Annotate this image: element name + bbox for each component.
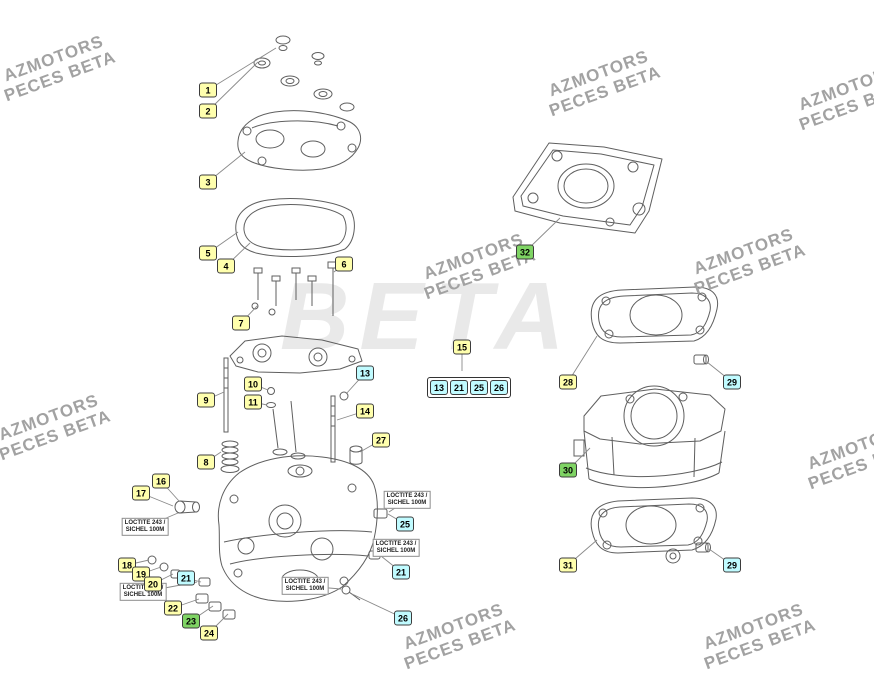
callout-22[interactable]: 22 (164, 600, 182, 616)
studs (223, 357, 336, 463)
callout-24[interactable]: 24 (200, 625, 218, 641)
valve-cover-gasket (235, 198, 355, 257)
callout-9[interactable]: 9 (197, 392, 215, 408)
callout-13[interactable]: 13 (356, 365, 374, 381)
callout-28[interactable]: 28 (559, 374, 577, 390)
callout-14[interactable]: 14 (356, 403, 374, 419)
callout-20[interactable]: 20 (144, 576, 162, 592)
camshaft-bridge (229, 335, 363, 374)
callout-3[interactable]: 3 (199, 174, 217, 190)
callout-23[interactable]: 23 (182, 613, 200, 629)
center-watermark-logo: BETA (280, 263, 575, 370)
callout-17[interactable]: 17 (132, 485, 150, 501)
callout-4[interactable]: 4 (217, 258, 235, 274)
callout-21[interactable]: 21 (450, 380, 468, 395)
callout-25[interactable]: 25 (470, 380, 488, 395)
callout-2[interactable]: 2 (199, 103, 217, 119)
callout-21[interactable]: 21 (392, 564, 410, 580)
callout-10[interactable]: 10 (244, 376, 262, 392)
cylinder-head-gasket (590, 286, 719, 344)
head-gasket-sheet (512, 142, 663, 234)
callout-13[interactable]: 13 (430, 380, 448, 395)
callout-15[interactable]: 15 (453, 339, 471, 355)
cylinder (573, 385, 726, 489)
callout-29[interactable]: 29 (723, 557, 741, 573)
callout-6[interactable]: 6 (335, 256, 353, 272)
callout-26[interactable]: 26 (490, 380, 508, 395)
callout-8[interactable]: 8 (197, 454, 215, 470)
callout-29[interactable]: 29 (723, 374, 741, 390)
callout-21[interactable]: 21 (177, 570, 195, 586)
callout-26[interactable]: 26 (394, 610, 412, 626)
callout-31[interactable]: 31 (559, 557, 577, 573)
dowel-pin-bottom (695, 542, 711, 553)
cylinder-base-gasket (590, 497, 717, 564)
cover-bolts (251, 261, 339, 316)
callout-32[interactable]: 32 (516, 244, 534, 260)
callout-30[interactable]: 30 (559, 462, 577, 478)
dowel-pin-top (693, 354, 709, 365)
callout-1[interactable]: 1 (199, 82, 217, 98)
callout-25[interactable]: 25 (396, 516, 414, 532)
callout-11[interactable]: 11 (244, 394, 262, 410)
callout-5[interactable]: 5 (199, 245, 217, 261)
valve-cover (237, 110, 362, 171)
callout-27[interactable]: 27 (372, 432, 390, 448)
callout-16[interactable]: 16 (152, 473, 170, 489)
cover-fasteners (253, 35, 355, 112)
callout-7[interactable]: 7 (232, 315, 250, 331)
